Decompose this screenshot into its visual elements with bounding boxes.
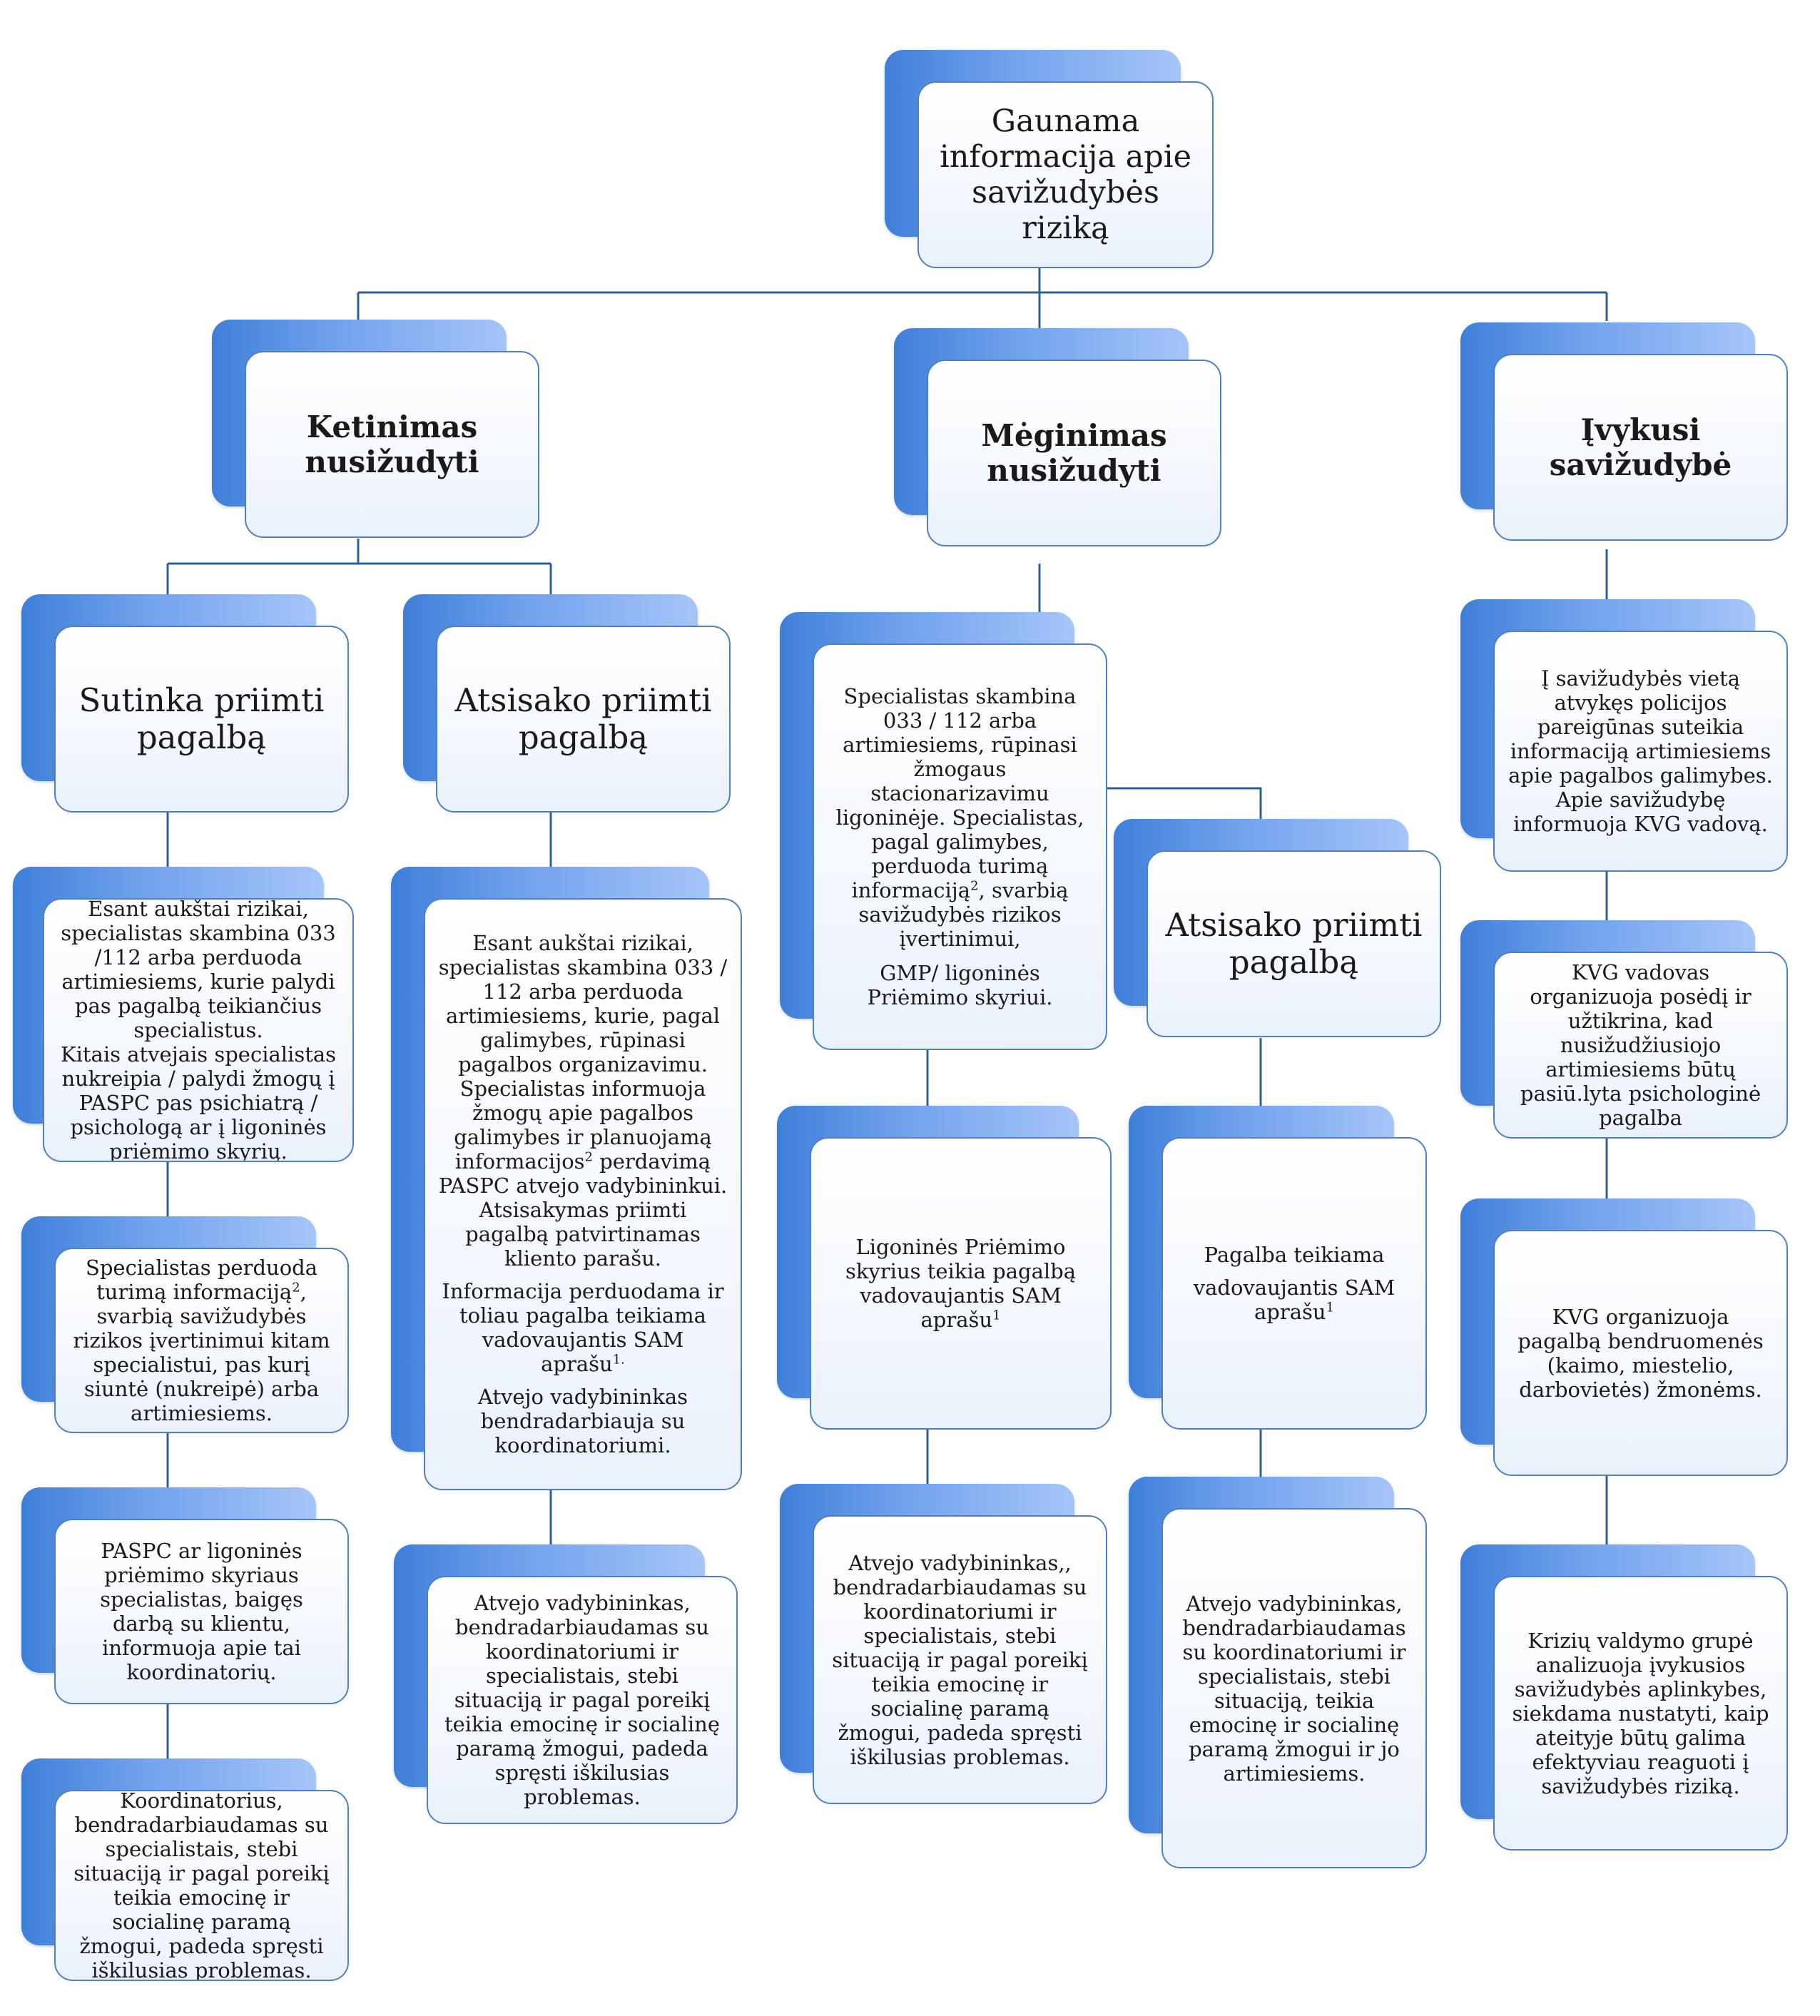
footnote-1: 1	[1326, 1300, 1334, 1315]
meginimas-right-step-1-line-2-wrap: vadovaujantis SAM aprašu1	[1176, 1276, 1413, 1324]
meginimas-main-line-3: GMP/ ligoninės Priėmimo skyriui.	[867, 961, 1053, 1009]
sutinka-step-2-line-1: Specialistas perduoda turimą informaciją	[85, 1256, 318, 1304]
ivykusi-step-1-text: Į savižudybės vietą atvykęs policijos pa…	[1508, 666, 1773, 836]
root-text: Gaunama informacija apie savižudybės riz…	[939, 103, 1192, 246]
meginimas-right-step-2-text: Atvejo vadybininkas, bendradarbiaudamas …	[1182, 1591, 1406, 1786]
ivykusi-step-4-text: Krizių valdymo grupė analizuoja įvykusio…	[1512, 1628, 1769, 1798]
meginimas-right-step-1-line-1: Pagalba teikiama	[1204, 1243, 1385, 1267]
sutinka-step-4-text: Koordinatorius, bendradarbiaudamas su sp…	[73, 1790, 330, 1981]
ketinimas-sutinka-text: Sutinka priimti pagalbą	[78, 681, 325, 756]
atsisako-step-1-para-2: Informacija perduodama ir toliau pagalba…	[438, 1279, 728, 1376]
meginimas-right-step-1-line-2: vadovaujantis SAM aprašu	[1193, 1276, 1395, 1324]
atsisako-step-1-line-4: Atvejo vadybininkas bendradarbiauja su k…	[477, 1385, 688, 1457]
footnote-1: 1	[992, 1308, 1001, 1323]
meginimas-left-step-2-text: Atvejo vadybininkas,, bendradarbiaudamas…	[832, 1550, 1088, 1769]
footnote-1: 1.	[612, 1352, 625, 1368]
category-meginimas-text: Mėginimas nusižudyti	[981, 418, 1167, 488]
atsisako-step-1-line-2: perdavimą PASPC atvejo vadybininkui. Ats…	[438, 1149, 728, 1271]
connector-meginimas-branch	[1106, 787, 1262, 819]
sutinka-step-1-line-1: Esant aukštai rizikai, specialistas skam…	[61, 898, 336, 1042]
meginimas-main-line-2: , svarbią savižudybės rizikos įvertinimu…	[858, 878, 1069, 951]
ivykusi-step-3-text: KVG organizuoja pagalbą bendruomenės (ka…	[1517, 1304, 1764, 1402]
sutinka-step-3-text: PASPC ar ligoninės priėmimo skyriaus spe…	[100, 1539, 303, 1684]
sutinka-step-2-line-2: , svarbią savižudybės rizikos įvertinimu…	[73, 1280, 330, 1425]
atsisako-step-1-line-3: Informacija perduodama ir toliau pagalba…	[442, 1279, 724, 1376]
meginimas-left-step-1-line-1: Ligoninės Priėmimo skyrius teikia pagalb…	[845, 1235, 1077, 1332]
atsisako-step-1-para-1: Esant aukštai rizikai, specialistas skam…	[438, 931, 728, 1271]
ketinimas-atsisako-text: Atsisako priimti pagalbą	[454, 681, 712, 756]
meginimas-main-para-1: Specialistas skambina 033 / 112 arba art…	[827, 684, 1093, 951]
atsisako-step-1-line-1: Esant aukštai rizikai, specialistas skam…	[438, 931, 728, 1174]
category-ivykusi-text: Įvykusi savižudybė	[1549, 412, 1732, 482]
meginimas-main-line-1: Specialistas skambina 033 / 112 arba art…	[835, 684, 1084, 902]
atsisako-step-2-text: Atvejo vadybininkas, bendradarbiaudamas …	[444, 1591, 721, 1809]
meginimas-atsisako-text: Atsisako priimti pagalbą	[1165, 906, 1423, 981]
footnote-2: 2	[292, 1280, 300, 1295]
footnote-2: 2	[970, 878, 979, 894]
sutinka-step-2-text: Specialistas perduoda turimą informaciją…	[68, 1256, 335, 1425]
ivykusi-step-2-text: KVG vadovas organizuoja posėdį ir užtikr…	[1520, 960, 1761, 1130]
category-ketinimas-text: Ketinimas nusižudyti	[305, 409, 479, 479]
footnote-2: 2	[584, 1149, 593, 1165]
meginimas-left-step-1-text: Ligoninės Priėmimo skyrius teikia pagalb…	[824, 1235, 1097, 1332]
sutinka-step-1-line-2: Kitais atvejais specialistas nukreipia /…	[60, 1042, 337, 1162]
